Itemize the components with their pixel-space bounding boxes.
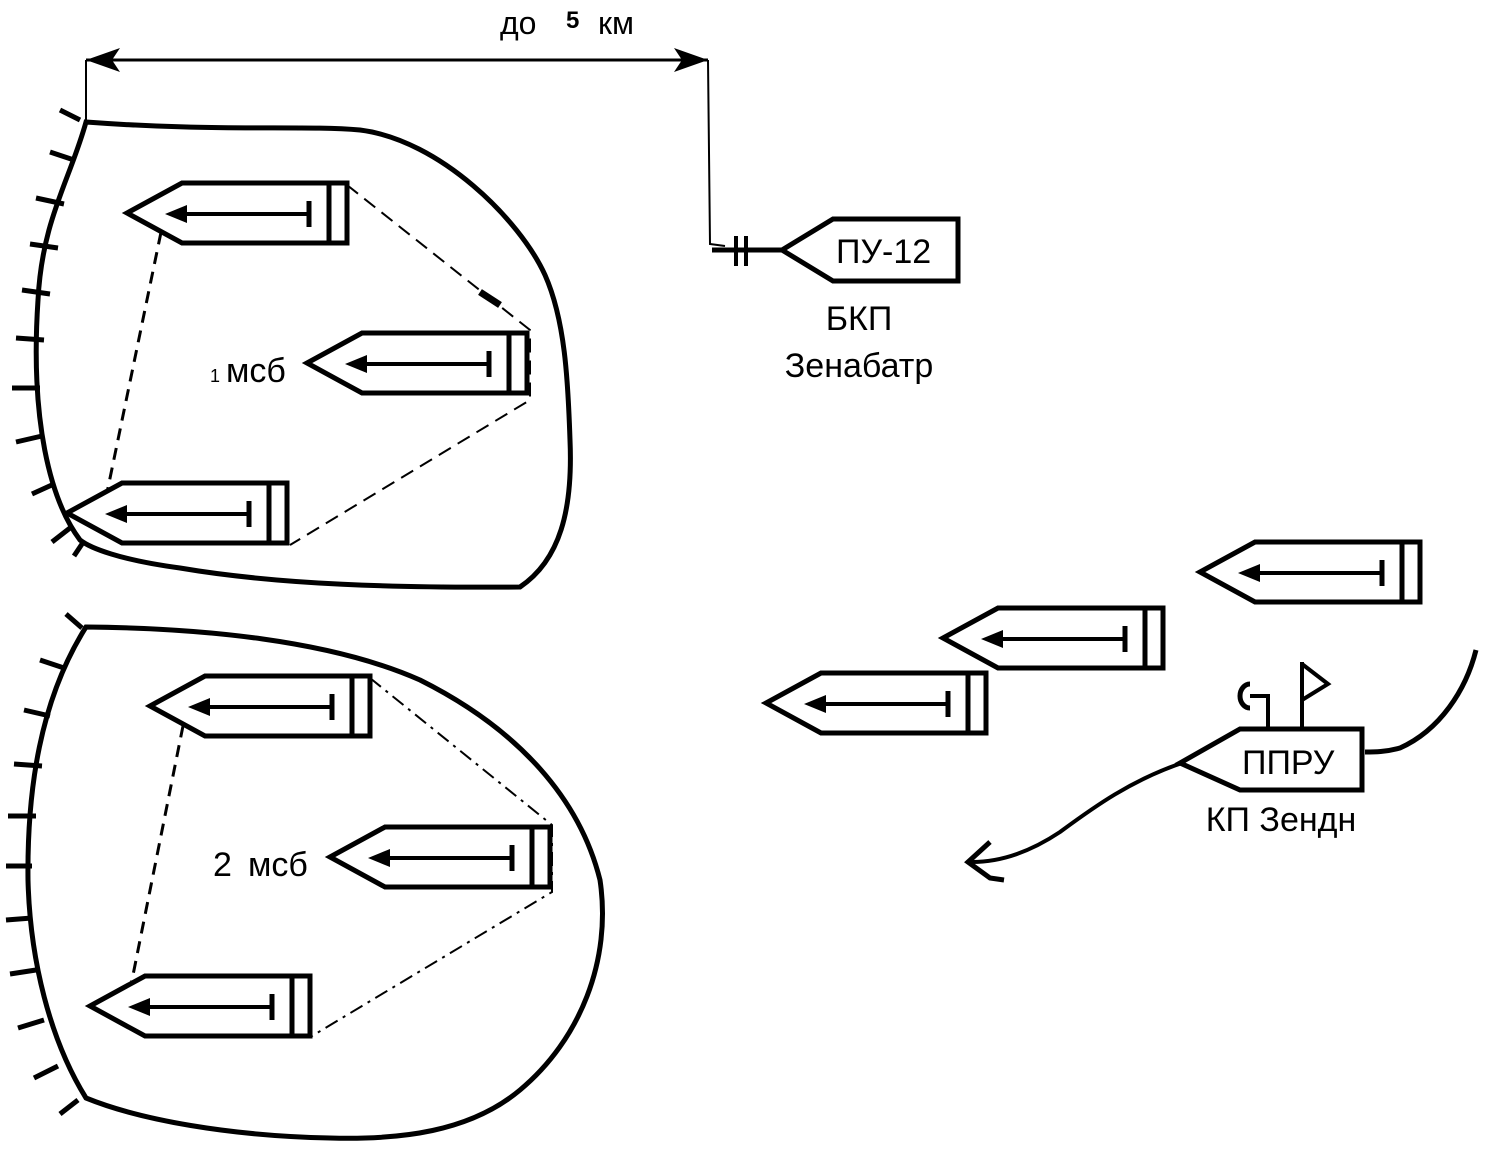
battalion-1-area: 1 мсб [12,107,573,590]
observation-post: ПУ-12 БКП Зенабатр [712,216,961,385]
moving-units [766,542,1420,733]
observation-post-sign: ПУ-12 [836,233,931,271]
battalion-2-unit-right [330,827,550,887]
distance-dimension: до 5 км [85,5,726,247]
observation-post-name: Зенабатр [785,347,933,385]
battalion-1-unit-bottom [67,483,287,543]
distance-value: 5 [566,7,579,34]
battalion-1-number: 1 [210,366,220,386]
distance-unit: км [598,5,634,41]
command-post-title: КП Зендн [1206,801,1357,839]
battalion-1-unit-right [307,333,527,393]
command-post-sign: ППРУ [1242,744,1335,782]
command-post: ППРУ КП Зендн [964,649,1479,883]
battalion-2-unit-bottom [90,976,310,1036]
battalion-2-fortification-ticks [5,612,84,1116]
observation-post-title: БКП [826,300,893,338]
moving-unit-1 [1200,542,1420,602]
battalion-2-number: 2 [213,846,232,884]
battalion-2-label: мсб [248,846,308,884]
moving-unit-2 [943,608,1163,668]
moving-unit-3 [766,673,986,733]
battalion-1-fortification-ticks [12,107,85,558]
battalion-1-label: мсб [226,352,286,390]
distance-prefix: до [500,5,536,41]
battalion-2-area: 2 мсб [5,612,605,1141]
